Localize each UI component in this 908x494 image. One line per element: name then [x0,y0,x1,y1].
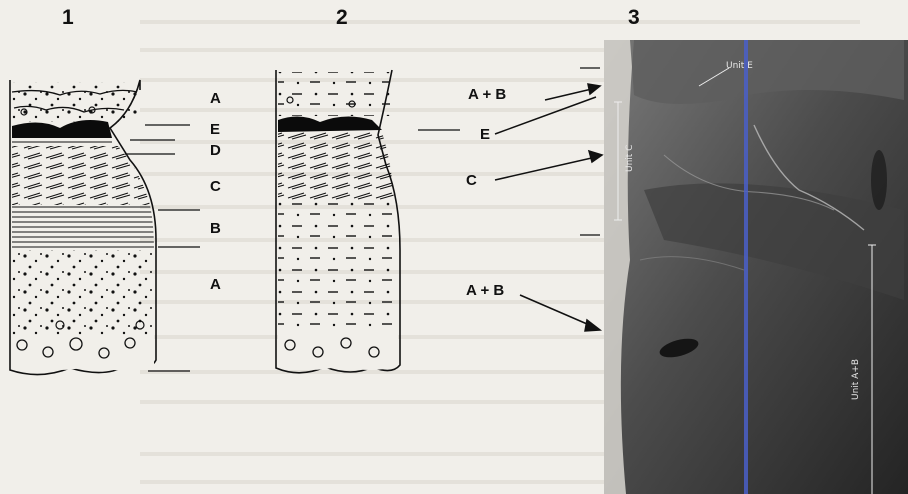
col1-label-c: C [210,178,221,195]
col1-label-a-bottom: A [210,276,221,293]
col2-label-e: E [480,126,490,143]
col1-label-a-top: A [210,90,221,107]
col2-label-c: C [466,172,477,189]
column-1 [10,80,200,375]
photo-label-unit-c: Unit C [625,145,635,172]
photo-label-unit-ab: Unit A+B [851,359,861,400]
col2-label-ab-bottom: A + B [466,282,504,299]
col1-label-d: D [210,142,221,159]
sem-photograph: Unit E Unit C Unit A+B [604,40,908,494]
col1-label-b: B [210,220,221,237]
scan-line [744,40,748,494]
pointer-arrows [495,84,602,331]
col2-label-ab-top: A + B [468,86,506,103]
col1-label-e: E [210,121,220,138]
photo-label-unit-e: Unit E [726,61,753,71]
